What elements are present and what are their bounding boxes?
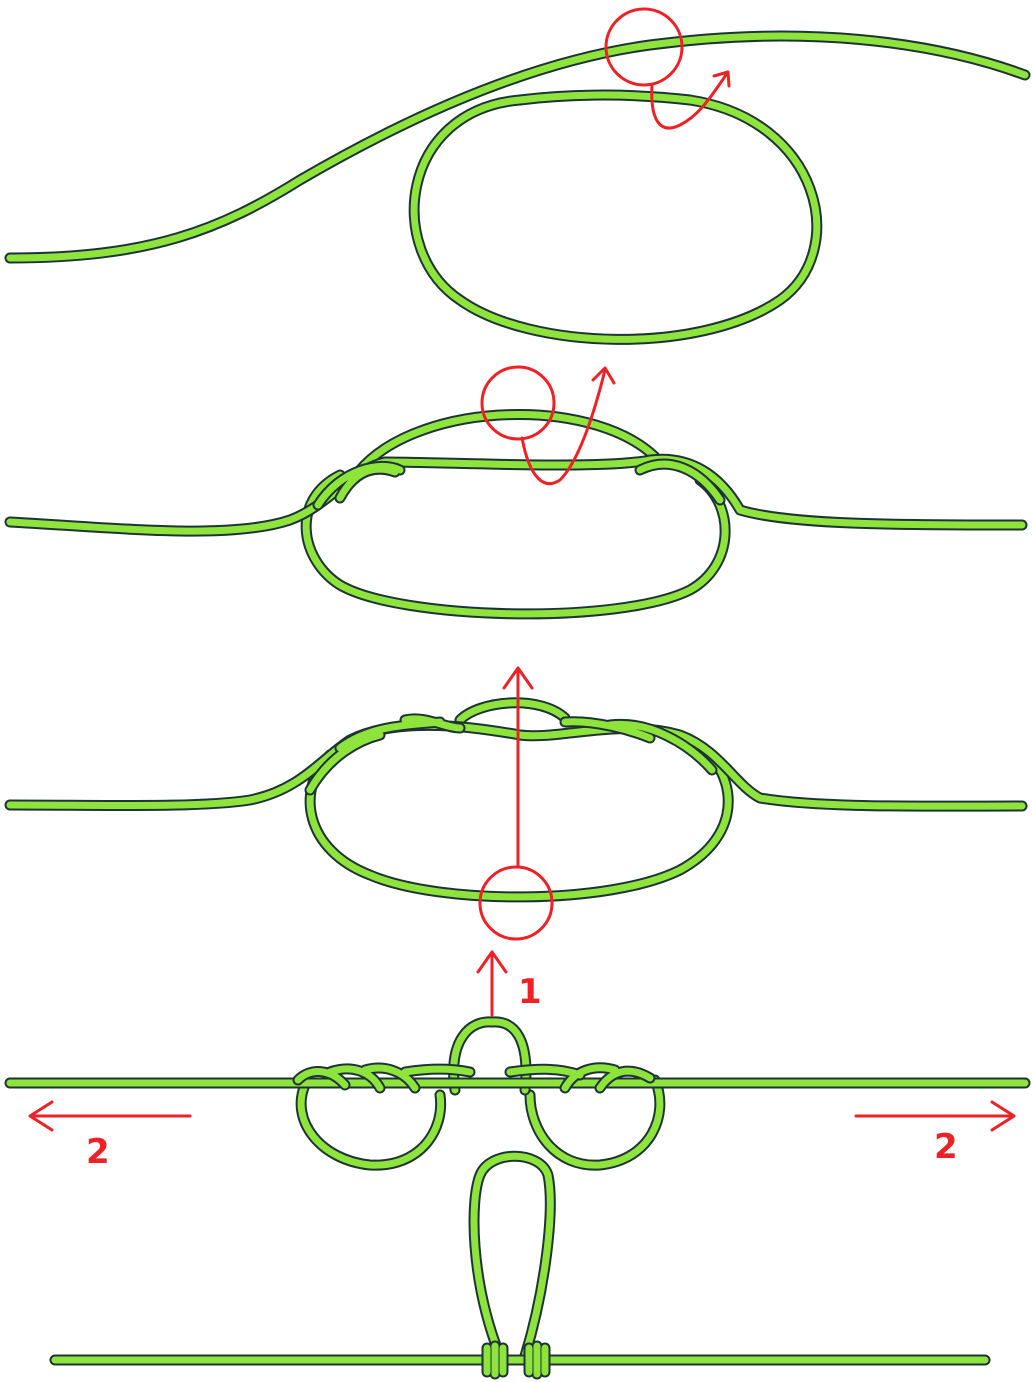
step-2-twisted-loop xyxy=(4,365,1028,620)
pull-left-arrow xyxy=(28,1100,192,1132)
pull-up-label: 1 xyxy=(518,972,542,1012)
pull-right-arrow xyxy=(854,1100,1016,1132)
step-3-wrapped-twists xyxy=(4,666,1028,941)
highlight-circle xyxy=(478,865,554,941)
pull-arrow xyxy=(520,366,616,486)
pull-up-arrow xyxy=(476,950,508,1017)
pull-right-label: 2 xyxy=(934,1127,958,1167)
highlight-circle xyxy=(480,365,556,441)
barrel-wraps xyxy=(481,1340,551,1380)
pull-arrow xyxy=(502,666,534,869)
pull-left-label: 2 xyxy=(86,1132,110,1172)
highlight-circle xyxy=(604,7,684,87)
step-4-pull-through: 1 2 2 xyxy=(4,950,1031,1172)
pull-arrow xyxy=(650,70,731,130)
step-5-finished-dropper-loop xyxy=(49,1150,991,1380)
step-1-loop-over xyxy=(4,7,1031,345)
